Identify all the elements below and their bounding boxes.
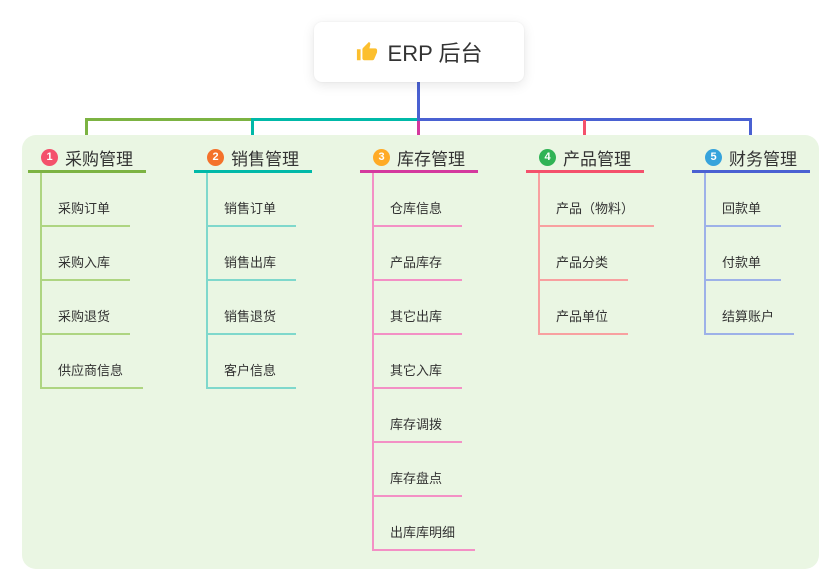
- branch-number-badge: 4: [539, 149, 556, 166]
- connector-horizontal-line: [85, 118, 253, 121]
- mindmap-item[interactable]: 销售退货: [208, 281, 297, 335]
- branch-item-list: 仓库信息产品库存其它出库其它入库库存调拨库存盘点出库库明细: [372, 173, 476, 551]
- mindmap-item[interactable]: 产品单位: [540, 281, 629, 335]
- branch-column-3: 3 库存管理 仓库信息产品库存其它出库其它入库库存调拨库存盘点出库库明细: [360, 145, 478, 551]
- branch-label: 销售管理: [231, 150, 299, 169]
- mindmap-item[interactable]: 回款单: [706, 173, 782, 227]
- mindmap-item[interactable]: 其它入库: [374, 335, 463, 389]
- branch-item-list: 回款单付款单结算账户: [704, 173, 795, 335]
- connector-drop-2: [251, 120, 254, 148]
- connector-drop-3: [417, 120, 420, 148]
- mindmap-item[interactable]: 产品（物料）: [540, 173, 655, 227]
- branch-header-5[interactable]: 5 财务管理: [692, 145, 810, 173]
- connector-drop-1: [85, 120, 88, 148]
- branch-column-5: 5 财务管理 回款单付款单结算账户: [692, 145, 810, 335]
- branch-label: 采购管理: [65, 150, 133, 169]
- branch-item-list: 销售订单销售出库销售退货客户信息: [206, 173, 297, 389]
- branch-item-list: 产品（物料）产品分类产品单位: [538, 173, 655, 335]
- branch-label: 库存管理: [397, 150, 465, 169]
- mindmap-item[interactable]: 仓库信息: [374, 173, 463, 227]
- mindmap-item[interactable]: 销售出库: [208, 227, 297, 281]
- root-node-erp[interactable]: ERP 后台: [314, 22, 524, 82]
- mindmap-item[interactable]: 供应商信息: [42, 335, 144, 389]
- mindmap-item[interactable]: 产品库存: [374, 227, 463, 281]
- thumbs-up-icon: [356, 41, 378, 63]
- mindmap-item[interactable]: 出库库明细: [374, 497, 476, 551]
- mindmap-item[interactable]: 采购入库: [42, 227, 131, 281]
- connector-drop-5: [749, 120, 752, 148]
- mindmap-item[interactable]: 库存盘点: [374, 443, 463, 497]
- mindmap-item[interactable]: 采购退货: [42, 281, 131, 335]
- branch-header-1[interactable]: 1 采购管理: [28, 145, 146, 173]
- branch-column-4: 4 产品管理 产品（物料）产品分类产品单位: [526, 145, 655, 335]
- branch-column-1: 1 采购管理 采购订单采购入库采购退货供应商信息: [28, 145, 146, 389]
- branch-item-list: 采购订单采购入库采购退货供应商信息: [40, 173, 144, 389]
- connector-trunk-line: [417, 82, 420, 121]
- branch-header-3[interactable]: 3 库存管理: [360, 145, 478, 173]
- mindmap-item[interactable]: 采购订单: [42, 173, 131, 227]
- mindmap-item[interactable]: 付款单: [706, 227, 782, 281]
- mindmap-item[interactable]: 产品分类: [540, 227, 629, 281]
- branch-column-2: 2 销售管理 销售订单销售出库销售退货客户信息: [194, 145, 312, 389]
- connector-drop-4: [583, 120, 586, 148]
- mindmap-item[interactable]: 销售订单: [208, 173, 297, 227]
- branch-number-badge: 3: [373, 149, 390, 166]
- mindmap-item[interactable]: 库存调拨: [374, 389, 463, 443]
- mindmap-item[interactable]: 其它出库: [374, 281, 463, 335]
- branch-label: 产品管理: [563, 150, 631, 169]
- root-node-label: ERP 后台: [387, 41, 483, 66]
- connector-horizontal-line: [251, 118, 419, 121]
- mindmap-item[interactable]: 结算账户: [706, 281, 795, 335]
- branch-label: 财务管理: [729, 150, 797, 169]
- branch-number-badge: 5: [705, 149, 722, 166]
- branch-number-badge: 2: [207, 149, 224, 166]
- branch-number-badge: 1: [41, 149, 58, 166]
- branch-header-2[interactable]: 2 销售管理: [194, 145, 312, 173]
- connector-horizontal-line: [417, 118, 752, 121]
- mindmap-item[interactable]: 客户信息: [208, 335, 297, 389]
- branch-header-4[interactable]: 4 产品管理: [526, 145, 644, 173]
